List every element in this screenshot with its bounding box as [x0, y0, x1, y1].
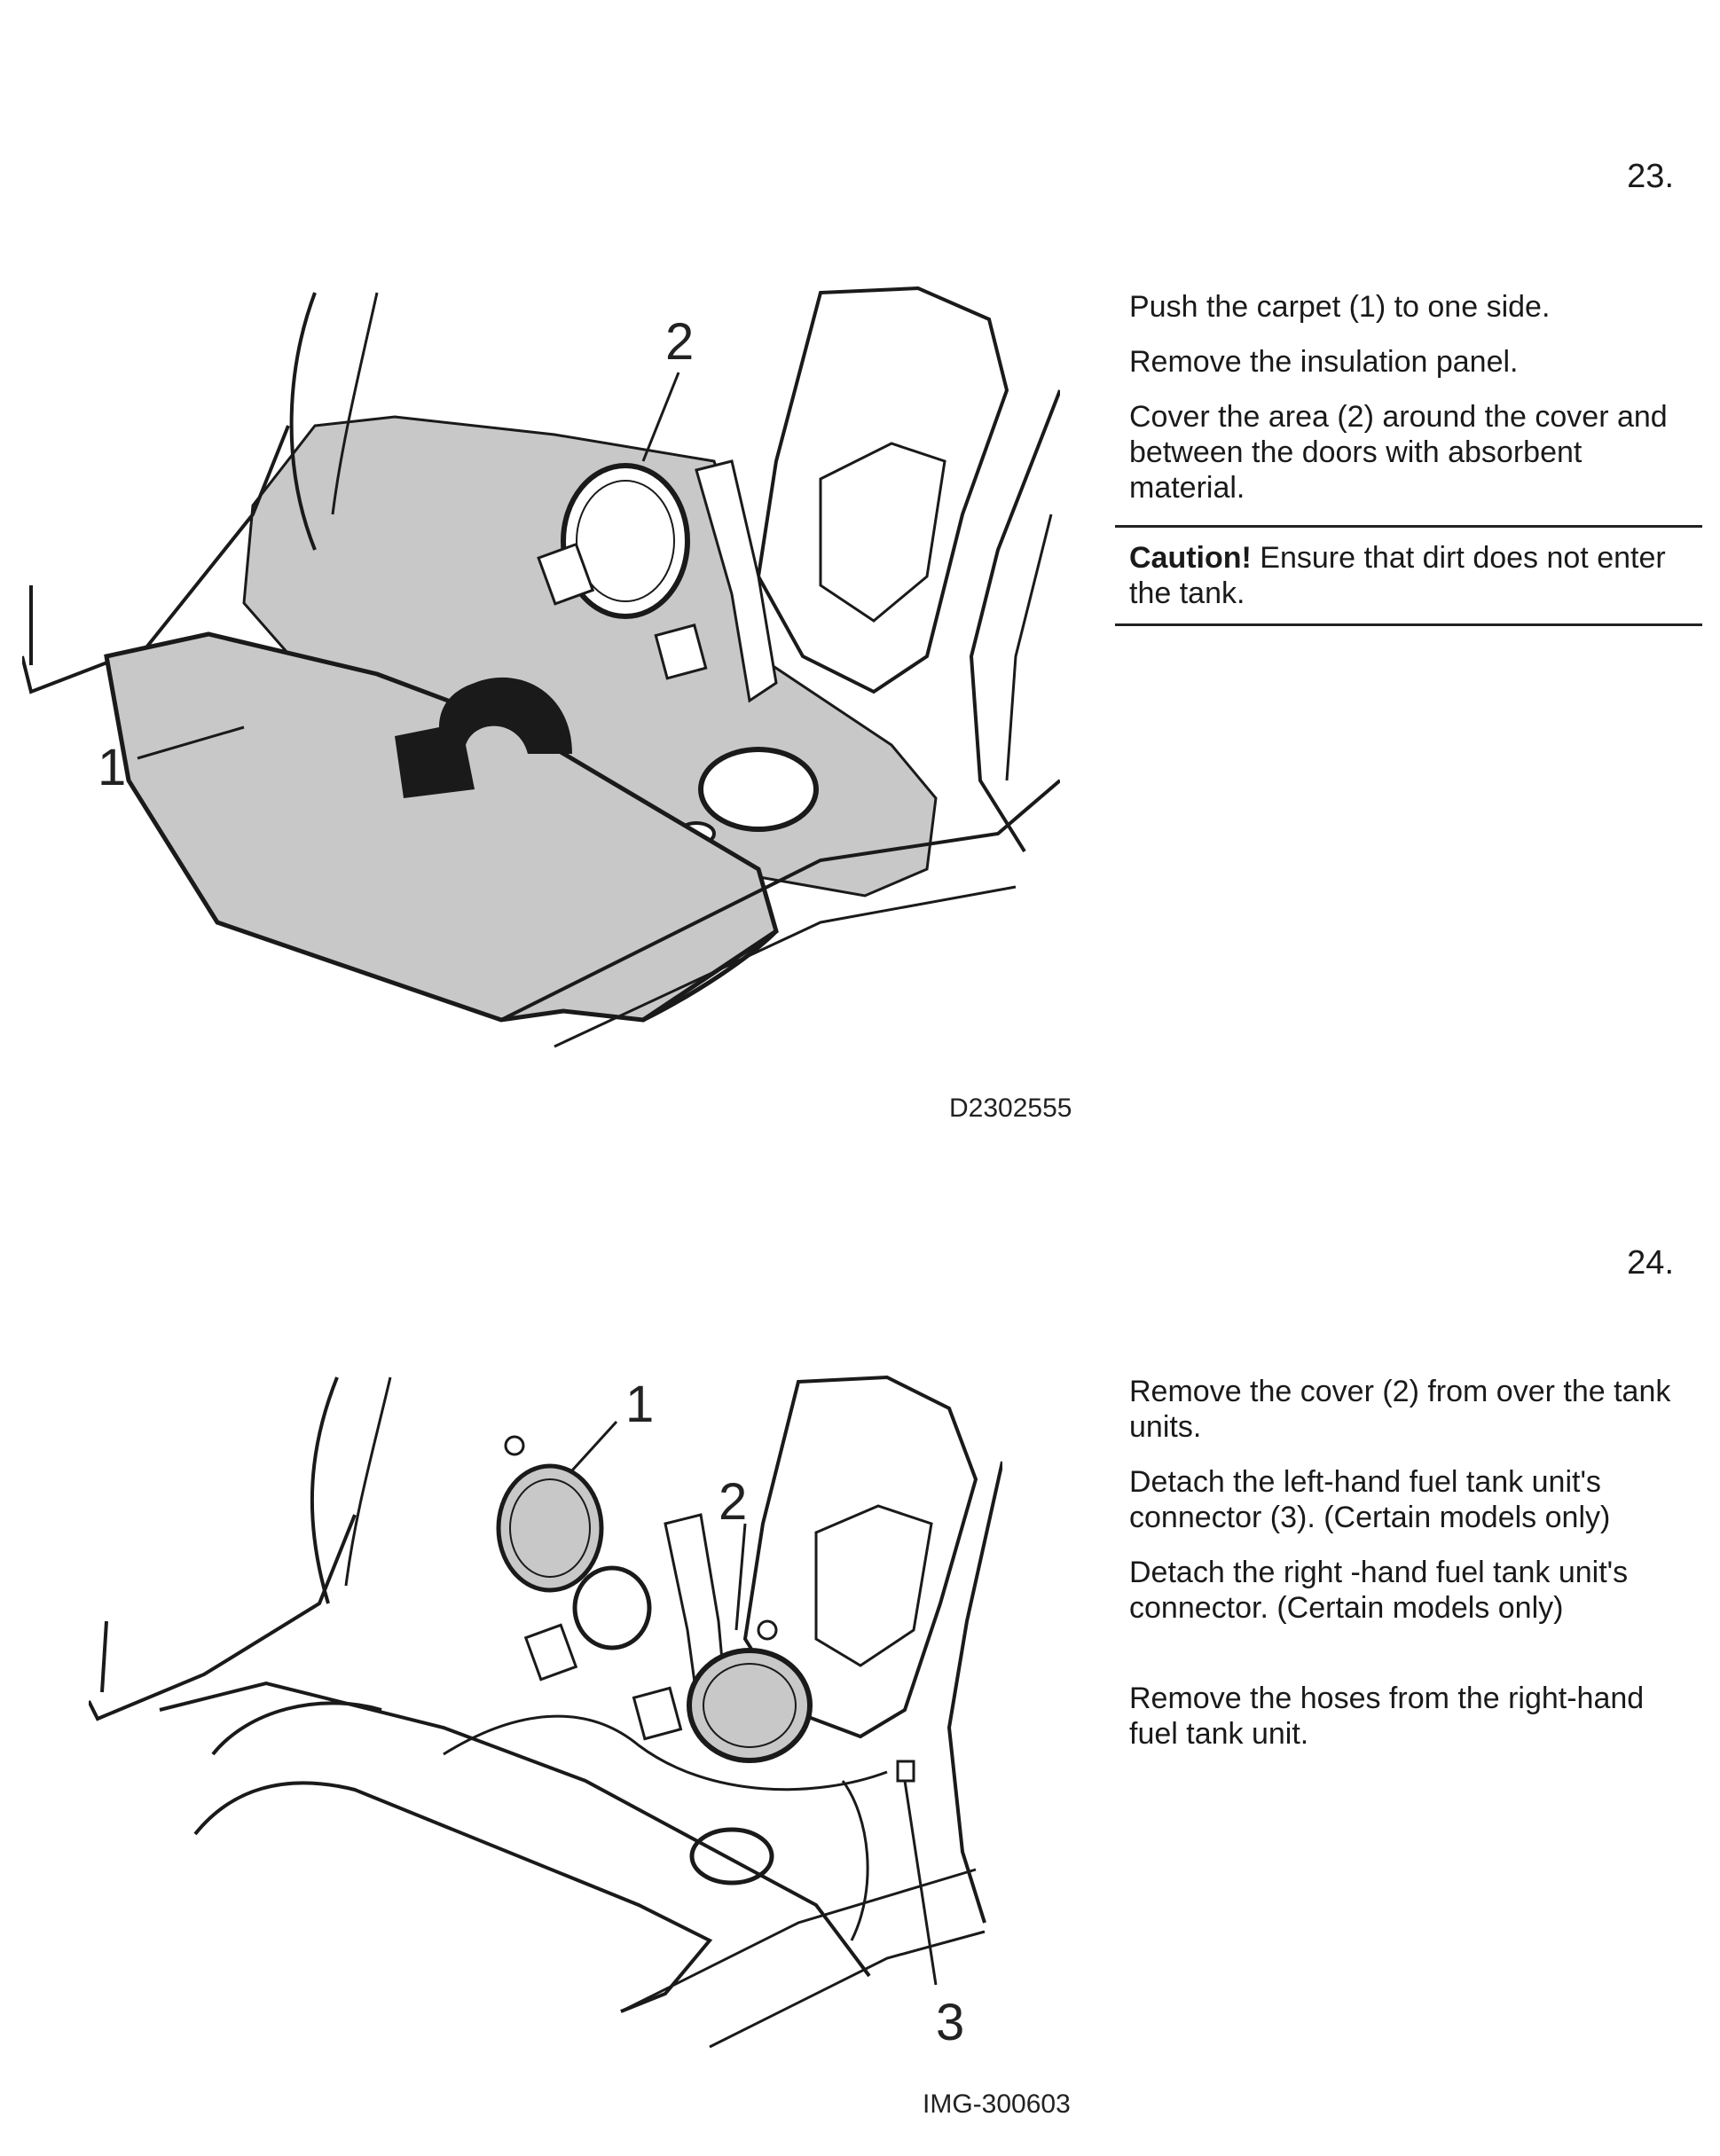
instruction-23-2: Remove the insulation panel.	[1129, 345, 1519, 379]
step-24-instructions: Remove the cover (2) from over the tank …	[1115, 1374, 1683, 1771]
figure-tank-units: 1 2 3	[89, 1373, 1002, 2074]
instruction-24-4: Remove the hoses from the right-hand fue…	[1129, 1682, 1645, 1751]
carpet-removal-illustration: 1 2	[22, 286, 1060, 1048]
figure-code-23: D2302555	[949, 1094, 1072, 1123]
callout-2: 2	[665, 313, 694, 371]
callout-1: 1	[98, 739, 126, 796]
caution-label: Caution!	[1129, 541, 1252, 575]
figure-carpet-removal: 1 2	[22, 284, 1060, 1064]
instruction-24-1: Remove the cover (2) from over the tank …	[1129, 1375, 1671, 1444]
figure-code-24: IMG-300603	[923, 2089, 1071, 2119]
step-number-24: 24.	[1627, 1244, 1674, 1282]
step-number-23: 23.	[1627, 158, 1674, 195]
instruction-24-2: Detach the left-hand fuel tank unit's co…	[1129, 1465, 1611, 1534]
caution-text: Ensure that dirt does not enter the tank…	[1129, 541, 1666, 610]
instruction-24-3: Detach the right -hand fuel tank unit's …	[1129, 1556, 1629, 1625]
caution-box: Caution! Ensure that dirt does not enter…	[1115, 525, 1702, 626]
instruction-23-3: Cover the area (2) around the cover and …	[1129, 400, 1668, 505]
callout-3: 3	[936, 1994, 964, 2051]
instruction-23-1: Push the carpet (1) to one side.	[1129, 290, 1551, 324]
tank-units-illustration: 1 2 3	[89, 1375, 1002, 2051]
callout-2: 2	[719, 1473, 747, 1531]
callout-1: 1	[625, 1376, 654, 1433]
step-23-instructions: Push the carpet (1) to one side. Remove …	[1115, 289, 1702, 626]
